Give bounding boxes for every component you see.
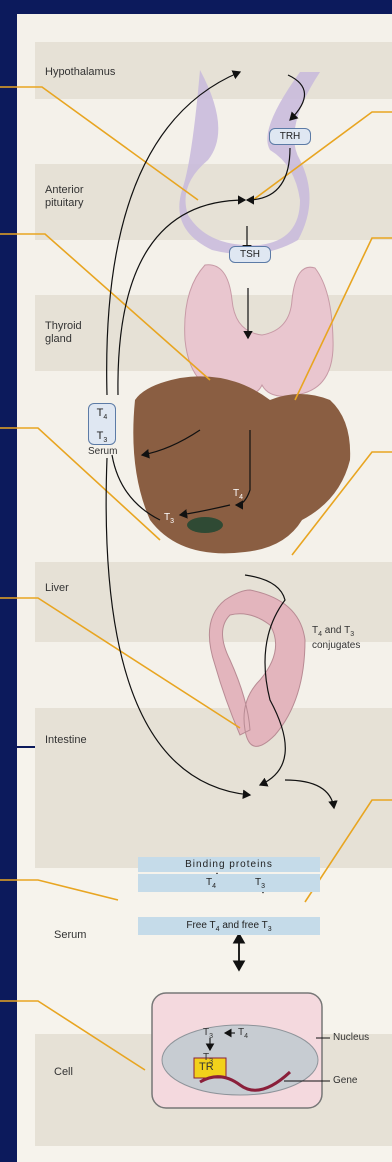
cell-t4-label: T4 (238, 1027, 248, 1040)
region-label-cell: Cell (54, 1066, 73, 1079)
bound-hormone-row: T4 T3 (138, 874, 320, 892)
region-label-hypothalamus: Hypothalamus (45, 66, 115, 79)
liver-t4-label: T4 (233, 488, 243, 501)
trh-tag: TRH (269, 128, 311, 145)
serum-box-label: Serum (88, 446, 117, 457)
binding-proteins-box: Binding proteins (138, 857, 320, 872)
nucleus-label: Nucleus (333, 1032, 369, 1043)
serum-hormone-box: T4 T3 (88, 403, 116, 445)
cell-t3-label: T3 (203, 1027, 213, 1040)
tr-label: TR (199, 1061, 214, 1073)
tsh-tag: TSH (229, 246, 271, 263)
region-label-thyroid-gland: Thyroid gland (45, 320, 82, 346)
region-label-intestine: Intestine (45, 734, 87, 747)
liver-illustration (133, 376, 350, 553)
pituitary-illustration (179, 70, 320, 254)
region-label-liver: Liver (45, 582, 69, 595)
liver-t3-label: T3 (164, 512, 174, 525)
bound-t4: T4 (206, 874, 216, 896)
region-label-serum: Serum (54, 929, 86, 942)
region-label-anterior-pituitary: Anterior pituitary (45, 184, 84, 210)
intestine-illustration (209, 590, 305, 746)
gene-label: Gene (333, 1075, 357, 1086)
conjugates-line-2: conjugates (312, 640, 360, 651)
free-hormones-box: Free T4 and free T3 (138, 917, 320, 935)
gallbladder-illustration (187, 517, 223, 533)
conjugates-line-1: T4 and T3 (312, 625, 360, 640)
serum-t4: T4 (89, 404, 115, 427)
conjugates-label: T4 and T3 conjugates (312, 625, 360, 651)
bound-t3: T3 (255, 874, 265, 896)
